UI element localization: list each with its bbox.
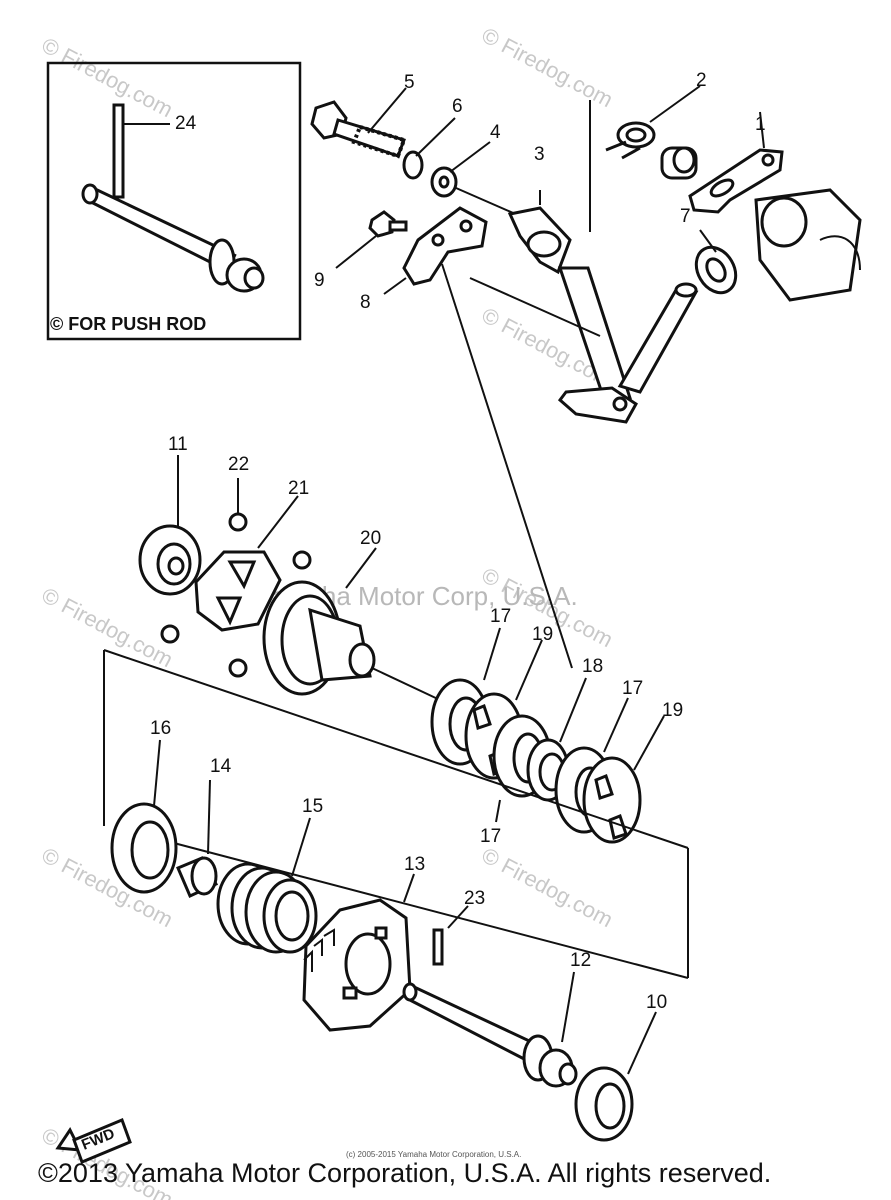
callout-21: 21: [288, 478, 309, 499]
callout-1: 1: [755, 114, 766, 135]
inset-push-rod: 24 © FOR PUSH ROD: [46, 61, 302, 341]
oil-seal-7: [694, 245, 738, 295]
callout-17-b: 17: [480, 826, 501, 847]
shift-lever-3: [507, 206, 638, 424]
callout-10: 10: [646, 992, 667, 1013]
lower-assembly: 16 14 15 13 19 23: [55, 718, 667, 1164]
callout-23-label: 23: [464, 888, 485, 909]
lock-washer-6: [402, 150, 424, 180]
friction-plate-19-b: [582, 756, 642, 844]
spring-2: [605, 121, 656, 160]
bolt-9: [368, 210, 408, 238]
callout-8: 8: [360, 292, 371, 313]
callout-3: 3: [534, 144, 545, 165]
roller: [660, 146, 698, 180]
callout-19-b: 19: [662, 700, 683, 721]
spring-15: [216, 862, 318, 954]
bolt-5: [310, 100, 407, 159]
callout-4: 4: [490, 122, 501, 143]
ball-retainer-21: [194, 550, 282, 632]
bearing-10: [574, 1066, 634, 1142]
callout-7: 7: [680, 206, 691, 227]
collar-14: [176, 856, 219, 899]
callout-17-c: 17: [622, 678, 643, 699]
callout-19-a-label: 19: [532, 624, 553, 645]
shift-drum-end: [754, 188, 862, 302]
copyright-footer: ©2013 Yamaha Motor Corporation, U.S.A. A…: [38, 1158, 772, 1188]
callout-13: 13: [404, 854, 425, 875]
callout-6: 6: [452, 96, 463, 117]
stopper-plate-8: [402, 206, 488, 286]
callout-22: 22: [228, 454, 249, 475]
small-notice: (c) 2005-2015 Yamaha Motor Corporation, …: [346, 1150, 522, 1159]
callout-15: 15: [302, 796, 323, 817]
watermark-1: © Firedog.com: [38, 32, 177, 122]
upper-assembly: 5 6 4 3 8: [310, 70, 862, 669]
callout-18-label: 18: [582, 656, 603, 677]
pin-24: [112, 103, 125, 199]
oil-seal-16: [110, 802, 178, 894]
callout-11: 11: [168, 434, 188, 455]
callout-17-a: 17: [490, 606, 511, 627]
ball-b: [160, 624, 180, 644]
callout-16: 16: [150, 718, 171, 739]
callout-24: 24: [175, 113, 197, 134]
mid-assembly: 11 22 21 20 17: [138, 434, 683, 847]
ball-a: [292, 550, 312, 570]
callout-5: 5: [404, 72, 415, 93]
kick-gear-13: [302, 898, 412, 1032]
callout-2: 2: [696, 70, 707, 91]
callout-12: 12: [570, 950, 591, 971]
shift-shaft: [617, 282, 699, 394]
ball-22: [228, 512, 248, 532]
callout-9: 9: [314, 270, 325, 291]
callout-14: 14: [210, 756, 232, 777]
push-rod-shaft: [81, 183, 265, 293]
callout-20: 20: [360, 528, 381, 549]
pin-23: [432, 928, 444, 966]
bearing-11: [138, 524, 202, 596]
kick-shaft-12: [402, 982, 578, 1088]
watermark-2: © Firedog.com: [478, 22, 617, 112]
fwd-arrow-icon: FWD: [55, 1118, 132, 1164]
ball-c: [228, 658, 248, 678]
pressure-plate-20: [262, 580, 376, 696]
watermark-4: © Firedog.com: [38, 582, 177, 672]
inset-label: © FOR PUSH ROD: [50, 314, 206, 334]
watermark-7: © Firedog.com: [478, 842, 617, 932]
shift-arm-1: [688, 148, 784, 214]
